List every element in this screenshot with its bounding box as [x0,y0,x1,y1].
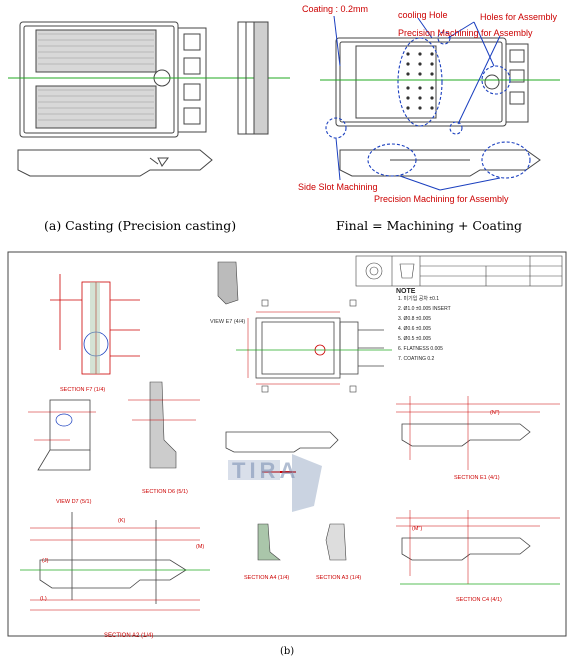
label-section-a4: SECTION A4 (1/4) [244,575,290,581]
caption-final: Final = Machining + Coating [336,218,523,233]
svg-text:6. FLATNESS 0.005: 6. FLATNESS 0.005 [398,346,443,352]
section-c-drawing [401,537,531,561]
label-section-a2: SECTION A2 (1/4) [104,633,154,639]
callout-precision-bottom: Precision Machining for Assembly [374,194,509,204]
section-d-drawing [149,381,177,469]
svg-text:4. Ø0.6 ±0.005: 4. Ø0.6 ±0.005 [398,326,431,332]
view-e-drawing [217,261,239,305]
section-a2-drawing [39,512,187,604]
final-top-view [335,37,529,127]
svg-text:(M"): (M") [412,526,422,532]
svg-text:7. COATING 0.2: 7. COATING 0.2 [398,356,435,362]
section-a3-drawing [325,523,347,561]
label-section-d: SECTION D6 (5/1) [142,489,188,495]
svg-text:3. Ø0.8 ±0.005: 3. Ø0.8 ±0.005 [398,316,431,322]
caption-casting: (a) Casting (Precision casting) [44,218,237,233]
casting-bottom-view [17,149,213,177]
title-block [355,255,563,287]
svg-text:5. Ø0.5 ±0.005: 5. Ø0.5 ±0.005 [398,336,431,342]
svg-text:(J): (J) [42,558,49,564]
view-d-drawing [37,399,91,471]
final-bottom-view [339,149,541,177]
notes-title: NOTE [396,288,416,295]
svg-text:1. 미기입 공차 ±0.1: 1. 미기입 공차 ±0.1 [398,295,439,302]
center-profile [225,431,339,453]
section-e-drawing [401,423,531,447]
tira-watermark [228,454,322,512]
svg-text:(K): (K) [118,518,126,524]
watermark-text: TIRA [232,458,300,483]
label-section-a3: SECTION A3 (1/4) [316,575,362,581]
callout-cooling-hole: cooling Hole [398,10,448,20]
casting-top-view [19,21,207,138]
callout-precision-top: Precision Machining for Assembly [398,28,533,38]
section-a4-drawing [257,523,281,561]
svg-text:(M): (M) [196,544,204,550]
label-section-e: SECTION E1 (4/1) [454,475,500,481]
casting-side-view [237,21,269,135]
svg-text:(L): (L) [40,596,47,602]
callout-markers [325,31,531,179]
callout-holes-assembly: Holes for Assembly [480,12,558,22]
label-view-d: VIEW D7 (5/1) [56,499,92,505]
callout-side-slot: Side Slot Machining [298,182,378,192]
label-section-c: SECTION C4 (4/1) [456,597,502,603]
callout-coating: Coating : 0.2mm [302,4,369,14]
caption-b: (b) [280,646,295,657]
svg-text:(N"): (N") [490,410,500,416]
callout-leaders [333,15,501,191]
notes-block: 1. 미기입 공차 ±0.1 2. Ø1.0 ±0.005 INSERT 3. … [398,295,451,362]
label-section-f: SECTION F7 (1/4) [60,387,106,393]
svg-text:2. Ø1.0 ±0.005 INSERT: 2. Ø1.0 ±0.005 INSERT [398,306,451,312]
label-view-e: VIEW E7 (4/4) [210,319,246,325]
drawing-frame [7,251,567,637]
plan-dimensions [247,311,340,385]
